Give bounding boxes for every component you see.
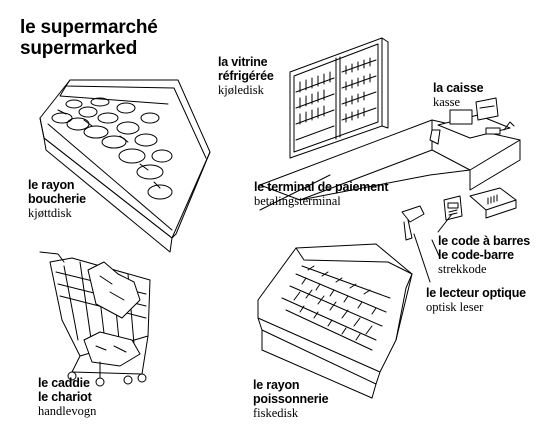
title-norwegian: supermarked [20,38,138,59]
label-payment-terminal-fr: le terminal de paiement [254,180,389,194]
label-fish-counter-fr-1: le rayon [253,378,300,392]
label-shopping-cart-no: handlevogn [38,404,97,418]
terminal-leader-line [260,175,330,210]
label-refrigerated-display-fr-1: la vitrine [218,55,268,69]
barcode-items-illustration [470,188,516,218]
label-barcode-fr-1: le code à barres [438,234,530,248]
label-barcode-scanner-fr: le lecteur optique [426,286,526,300]
label-payment-terminal-no: betalingsterminal [254,194,341,208]
barcode-leader-line [438,214,452,232]
payment-terminal-illustration [444,196,462,220]
label-barcode: le code à barres le code-barre strekkode [438,234,530,276]
label-meat-counter: le rayon boucherie kjøttdisk [28,178,86,220]
label-payment-terminal: le terminal de paiement betalingstermina… [254,180,389,208]
label-refrigerated-display: la vitrine réfrigérée kjøledisk [218,55,274,97]
shopping-cart-illustration [40,252,150,386]
label-refrigerated-display-fr-2: réfrigérée [218,69,274,83]
barcode-scanner-illustration [402,206,440,258]
label-checkout-no: kasse [433,95,461,109]
scanner-leader-line [414,234,430,282]
refrigerated-display-illustration [290,38,388,158]
label-fish-counter: le rayon poissonnerie fiskedisk [253,378,329,420]
label-checkout: la caisse kasse [433,81,484,109]
label-refrigerated-display-no: kjøledisk [218,83,264,97]
label-shopping-cart-fr-1: le caddie [38,376,90,390]
label-barcode-fr-2: le code-barre [438,248,514,262]
label-meat-counter-fr-2: boucherie [28,192,86,206]
meat-counter-illustration [40,80,210,252]
label-shopping-cart-fr-2: le chariot [38,390,92,404]
label-meat-counter-fr-1: le rayon [28,178,75,192]
label-barcode-scanner: le lecteur optique optisk leser [426,286,526,314]
label-barcode-no: strekkode [438,262,487,276]
label-meat-counter-no: kjøttdisk [28,206,72,220]
page-title: le supermarché supermarked [20,17,158,59]
label-checkout-fr: la caisse [433,81,484,95]
checkout-counter-illustration [260,98,520,200]
label-barcode-scanner-no: optisk leser [426,300,484,314]
label-fish-counter-no: fiskedisk [253,406,299,420]
title-french: le supermarché [20,17,158,38]
fish-counter-illustration [258,244,412,398]
label-fish-counter-fr-2: poissonnerie [253,392,329,406]
label-shopping-cart: le caddie le chariot handlevogn [38,376,96,418]
meat-products [52,98,172,199]
